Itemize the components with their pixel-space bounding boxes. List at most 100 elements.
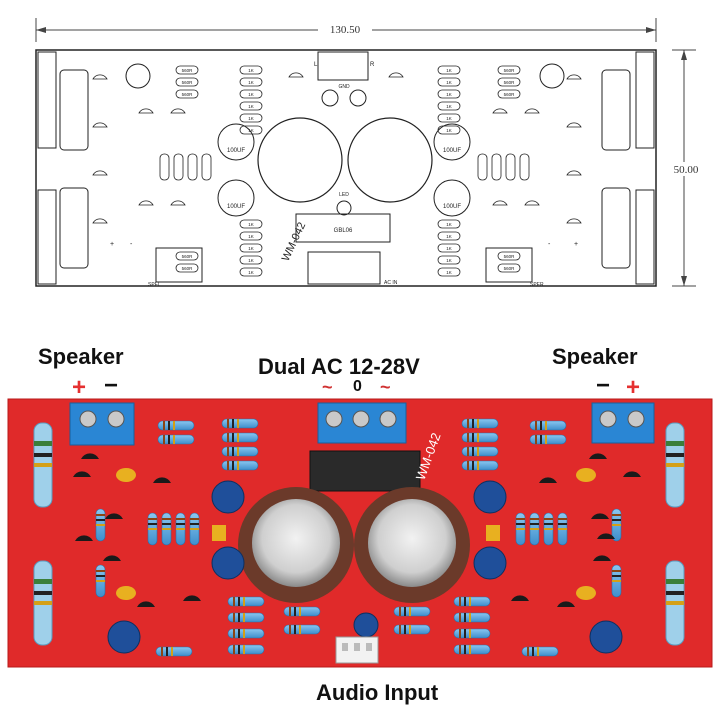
resistor	[283, 606, 321, 617]
resistor	[95, 564, 106, 598]
svg-text:1K: 1K	[446, 246, 452, 251]
resistor-footprint	[505, 153, 516, 181]
resistor	[461, 432, 499, 443]
speaker-left-connector-label: SPEL	[148, 282, 161, 288]
resistor-footprint: 1K	[437, 243, 461, 253]
transistor	[81, 453, 99, 459]
transistor-footprint	[492, 108, 508, 114]
right-power-resistors	[635, 51, 655, 285]
resistor	[189, 512, 200, 546]
transistor	[623, 471, 641, 477]
rectifier-label: GBL06	[334, 228, 353, 234]
resistor	[221, 418, 259, 429]
svg-text:1K: 1K	[446, 234, 452, 239]
resistor-footprint: 1K	[239, 89, 263, 99]
resistor	[393, 624, 431, 635]
transistor-footprint	[170, 200, 186, 206]
speaker-right-connector-label: SPER	[530, 282, 544, 288]
layout-minus-left: -	[130, 241, 133, 248]
svg-text:560R: 560R	[182, 68, 194, 73]
transistor-footprint	[170, 108, 186, 114]
resistor-footprints: 560R 560R 560R 1K 1K 1K 1K 1K 1K 1K 1K 1K 1K 1K 1K 560R…	[159, 65, 530, 277]
transistor-footprint	[566, 170, 582, 176]
resistor	[529, 512, 540, 546]
resistor-footprint: 1K	[437, 77, 461, 87]
resistor	[611, 508, 622, 542]
amplifier-board-photo: WM-042	[7, 398, 713, 668]
resistor	[461, 446, 499, 457]
resistor	[611, 564, 622, 598]
ac-supply-terminal	[317, 402, 407, 444]
resistor-footprint: 560R	[497, 77, 521, 87]
svg-text:560R: 560R	[504, 254, 516, 259]
transistor	[591, 513, 609, 519]
board-transistors	[73, 453, 641, 607]
resistor-footprint	[201, 153, 212, 181]
svg-text:1K: 1K	[248, 270, 254, 275]
left-power-resistors	[37, 51, 57, 285]
resistor-footprint: 1K	[239, 255, 263, 265]
ac-symbol-1: ~	[322, 377, 333, 397]
resistor-footprint: 1K	[437, 255, 461, 265]
resistor-footprint: 1K	[239, 125, 263, 135]
resistor-footprint: 560R	[175, 77, 199, 87]
svg-text:560R: 560R	[504, 92, 516, 97]
right-channel-label: R	[370, 62, 375, 68]
height-dimension-label: 50.00	[674, 164, 699, 176]
transistor-footprint	[138, 200, 154, 206]
resistor-footprint: 560R	[175, 263, 199, 273]
resistor-footprint: 560R	[497, 89, 521, 99]
resistor	[221, 460, 259, 471]
speaker-left-terminal	[69, 402, 135, 446]
resistor-footprint: 560R	[497, 263, 521, 273]
left-channel-label: L	[314, 62, 318, 68]
svg-text:1K: 1K	[248, 246, 254, 251]
resistor-footprint: 1K	[437, 231, 461, 241]
pcb-outline	[35, 49, 657, 287]
resistor-footprint: 1K	[437, 89, 461, 99]
svg-text:1K: 1K	[248, 222, 254, 227]
resistor-footprint: 1K	[239, 243, 263, 253]
cap-label-right-1: 100UF	[443, 148, 461, 154]
svg-text:560R: 560R	[182, 266, 194, 271]
resistor	[393, 606, 431, 617]
resistor	[227, 596, 265, 607]
resistor-footprint: 1K	[239, 231, 263, 241]
transistor	[539, 477, 557, 483]
svg-text:560R: 560R	[182, 254, 194, 259]
transistor-footprint	[524, 108, 540, 114]
transistor-footprint	[388, 72, 404, 78]
filter-capacitors	[238, 487, 470, 603]
power-resistor	[33, 422, 53, 508]
power-resistor	[665, 560, 685, 646]
svg-text:560R: 560R	[504, 80, 516, 85]
input-connector-outline	[317, 51, 369, 81]
cap-label-left-1: 100UF	[227, 148, 245, 154]
resistor-footprint: 1K	[239, 77, 263, 87]
resistor	[227, 628, 265, 639]
resistor-footprint: 1K	[239, 219, 263, 229]
power-resistor	[33, 560, 53, 646]
left-plus-sign: +	[72, 374, 87, 401]
resistor-footprint: 1K	[239, 101, 263, 111]
resistor	[283, 624, 321, 635]
filter-capacitor-outlines	[257, 117, 433, 203]
resistor-footprint: 1K	[437, 101, 461, 111]
audio-input-connector	[335, 636, 379, 664]
transistor-footprint	[288, 72, 304, 78]
resistor-footprint: 1K	[437, 267, 461, 277]
svg-text:1K: 1K	[248, 234, 254, 239]
layout-plus-left: +	[110, 241, 114, 248]
transistor-footprint	[566, 122, 582, 128]
height-dimension: 50.00	[666, 49, 706, 287]
transistor	[153, 477, 171, 483]
transistor	[589, 453, 607, 459]
width-dimension: 130.50	[35, 18, 657, 42]
resistor-footprint: 560R	[175, 89, 199, 99]
svg-text:1K: 1K	[248, 258, 254, 263]
svg-text:1K: 1K	[446, 222, 452, 227]
transistor	[105, 513, 123, 519]
resistor-footprint: 1K	[239, 113, 263, 123]
gnd-label: GND	[338, 84, 350, 90]
svg-text:1K: 1K	[248, 116, 254, 121]
